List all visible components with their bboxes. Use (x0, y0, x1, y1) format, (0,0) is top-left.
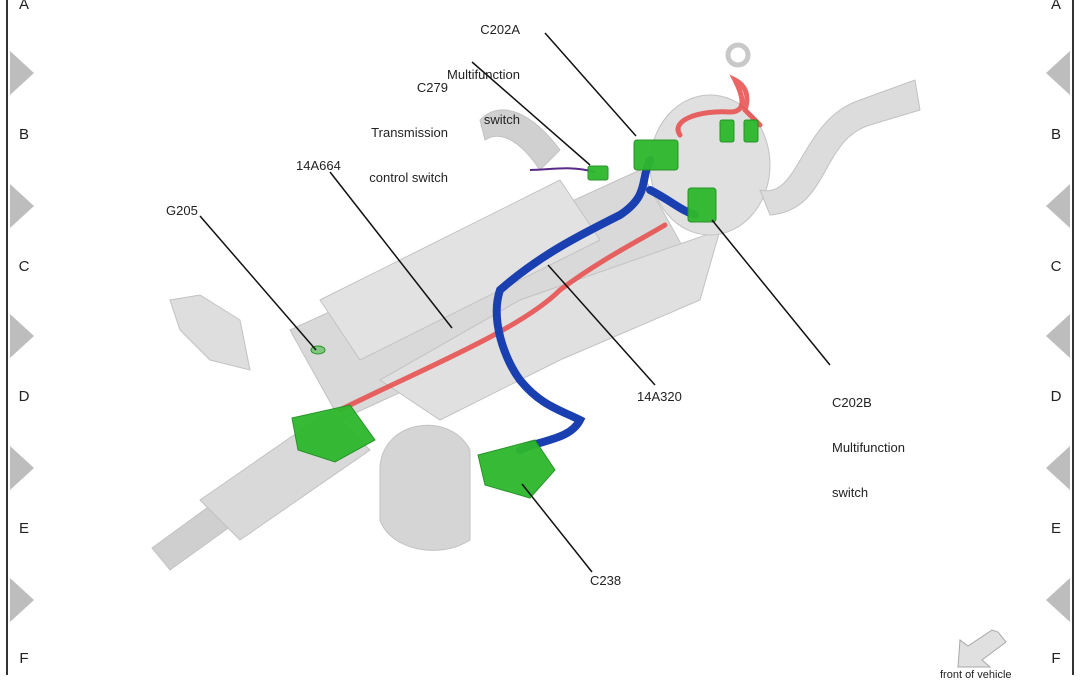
zone-letter-right-f: F (1051, 650, 1061, 667)
zone-letter-left-e: E (18, 520, 29, 537)
leader-g205 (199, 215, 317, 351)
zone-marker-left (10, 51, 34, 95)
callout-c202b: C202B Multifunction switch (832, 365, 905, 515)
harness-14A664-red (337, 74, 763, 413)
zone-letter-right-d: D (1050, 388, 1062, 405)
leader-lines (199, 32, 831, 573)
zone-letter-left-b: B (18, 126, 29, 143)
callout-c238: C238 (590, 573, 622, 588)
front-of-vehicle-label: front of vehicle (940, 669, 1012, 681)
callout-14a320: 14A320 (637, 389, 682, 404)
zone-marker-left (10, 446, 34, 490)
zone-letter-right-b: B (1050, 126, 1061, 143)
callout-c202a-desc-2: switch (483, 112, 520, 127)
front-of-vehicle-arrow-icon (957, 629, 1007, 668)
right-frame-border (1072, 0, 1074, 675)
connector-c279 (587, 165, 609, 181)
connector-multifunction-1 (719, 119, 735, 143)
zone-letter-left-a: A (18, 0, 29, 13)
callout-c279-desc-2: control switch (369, 170, 448, 185)
connector-c202a (633, 139, 679, 171)
zone-marker-right (1046, 446, 1070, 490)
zone-letter-right-c: C (1050, 258, 1062, 275)
callout-c202b-id: C202B (832, 395, 872, 410)
zone-letter-right-a: A (1050, 0, 1061, 13)
leader-c202a (544, 32, 637, 137)
connector-c238 (477, 439, 556, 499)
left-frame-border (6, 0, 8, 675)
zone-marker-left (10, 578, 34, 622)
zone-marker-left (10, 184, 34, 228)
connector-multifunction-2 (743, 119, 759, 143)
zone-letter-left-c: C (18, 258, 30, 275)
zone-marker-right (1046, 51, 1070, 95)
callout-c279-id: C279 (416, 80, 448, 95)
callout-c279: C279 Transmission control switch (340, 50, 448, 200)
callout-c202a-id: C202A (480, 22, 520, 37)
zone-marker-right (1046, 184, 1070, 228)
callout-c279-desc-1: Transmission (371, 125, 448, 140)
callout-g205: G205 (166, 203, 198, 218)
connector-left-cluster (291, 404, 376, 463)
callout-c202a-desc-1: Multifunction (447, 67, 520, 82)
callout-14a664: 14A664 (296, 158, 341, 173)
zone-letter-left-f: F (19, 650, 29, 667)
zone-marker-right (1046, 314, 1070, 358)
harness-c279-purple (529, 167, 596, 173)
leader-14a320 (547, 264, 656, 386)
callout-c202b-desc-1: Multifunction (832, 440, 905, 455)
leader-c279 (471, 61, 591, 166)
leader-c238 (521, 483, 593, 573)
callout-c202b-desc-2: switch (832, 485, 869, 500)
zone-marker-right (1046, 578, 1070, 622)
leader-14a664 (329, 171, 453, 329)
connector-c202b (687, 187, 717, 223)
zone-letter-right-e: E (1050, 520, 1061, 537)
leader-c202b (711, 219, 831, 366)
callout-c202a: C202A Multifunction switch (420, 0, 520, 142)
zone-letter-left-d: D (18, 388, 30, 405)
connectors (291, 119, 759, 499)
zone-marker-left (10, 314, 34, 358)
